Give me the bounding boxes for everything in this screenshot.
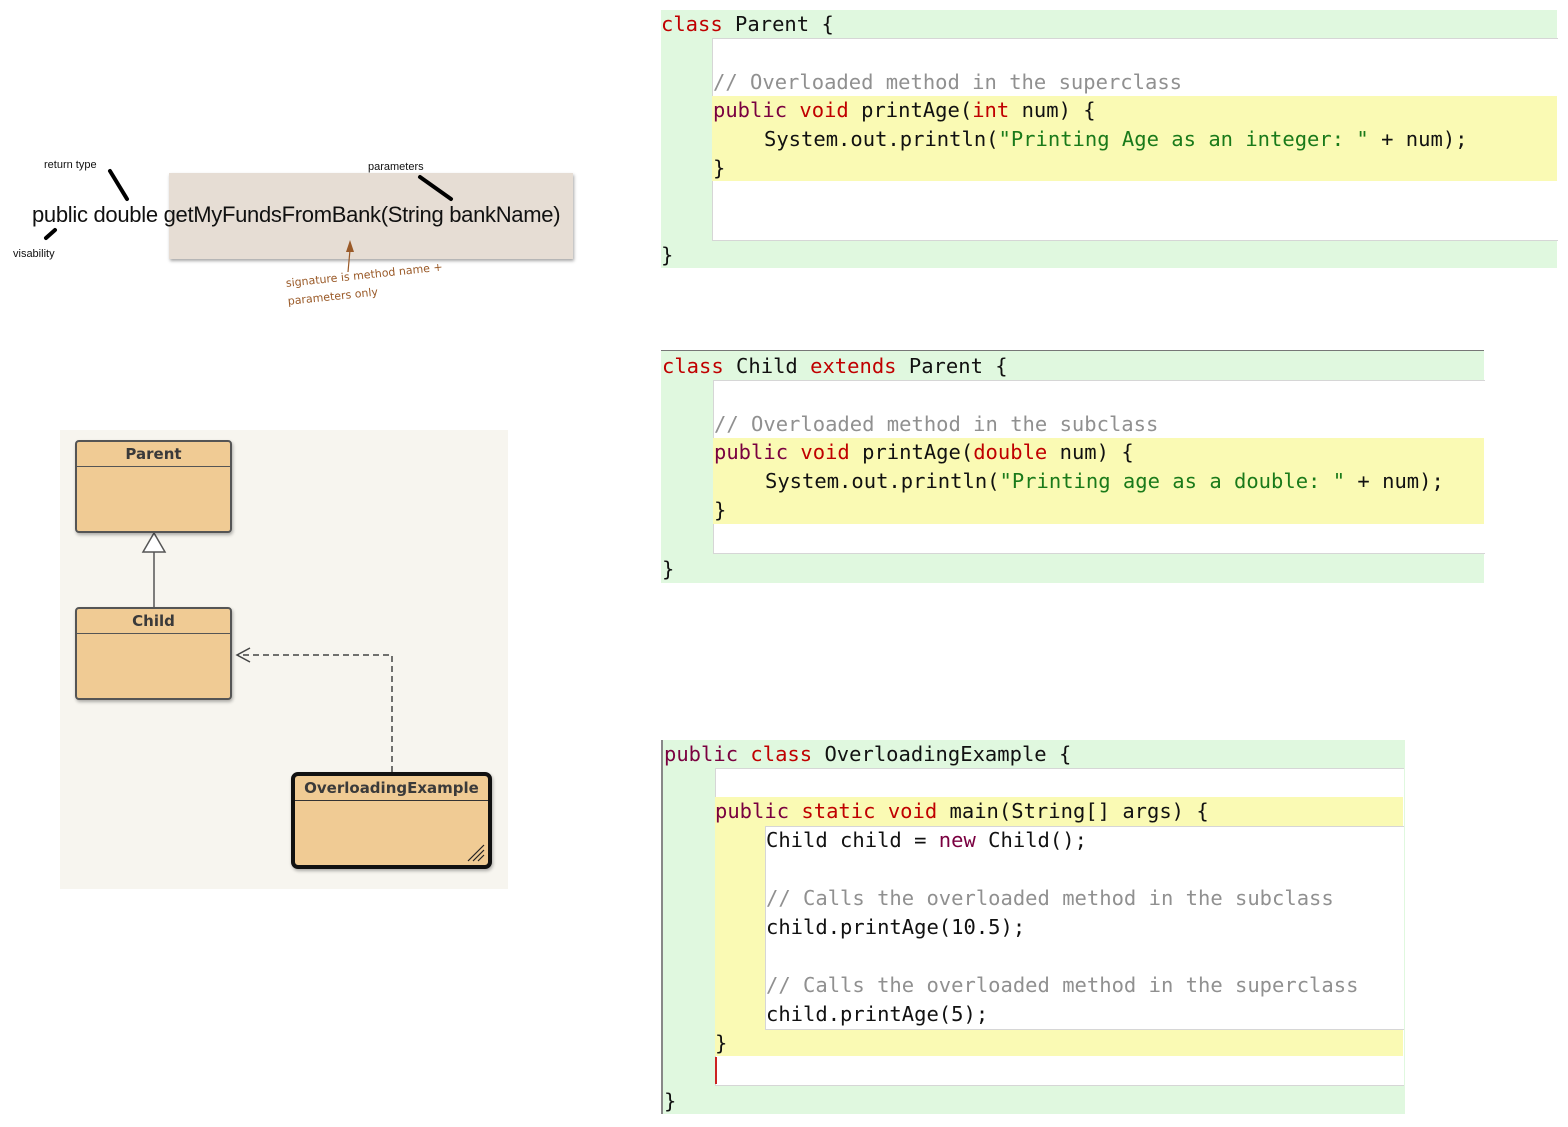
main-code-line-1: public class OverloadingExample { [664,742,1072,766]
child-code-line-6: } [662,557,675,581]
resize-grip-icon[interactable] [464,841,486,863]
child-code-line-1: class Child extends Parent { [662,354,1008,378]
parameters-pointer [418,175,453,201]
main-code-line-2: public static void main(String[] args) { [715,799,1209,823]
uml-class-child[interactable]: Child [75,607,232,700]
visibility-label: visability [13,248,55,260]
main-code-line-3: Child child = new Child(); [766,828,1087,852]
child-code-line-3: public void printAge(double num) { [714,440,1134,464]
main-code-line-5: child.printAge(10.5); [766,915,1026,939]
visibility-pointer [44,228,57,240]
child-code-line-2: // Overloaded method in the subclass [714,412,1159,436]
main-code-line-4: // Calls the overloaded method in the su… [766,886,1334,910]
visibility-modifier: public [32,202,88,227]
uml-class-overloading-example[interactable]: OverloadingExample [291,772,492,869]
main-code-line-9: } [664,1089,677,1113]
uml-class-child-name: Child [77,609,230,634]
return-type-pointer [108,169,129,201]
parent-code-line-6: } [661,243,674,267]
annotation-strokes [44,169,453,273]
parent-code-line-4: System.out.println("Printing Age as an i… [764,127,1468,151]
inheritance-arrow-head [141,531,167,553]
dependency-arrow-head [235,647,251,663]
main-code-line-8: } [715,1031,728,1055]
child-code-line-5: } [714,498,727,522]
uml-class-parent[interactable]: Parent [75,440,232,533]
parent-code-line-1: class Parent { [661,12,834,36]
parent-code-line-2: // Overloaded method in the superclass [713,70,1182,94]
child-code-line-4: System.out.println("Printing age as a do… [765,469,1444,493]
main-code-line-6: // Calls the overloaded method in the su… [766,973,1359,997]
uml-connectors [141,531,393,772]
main-code-line-7: child.printAge(5); [766,1002,989,1026]
parent-code-line-3: public void printAge(int num) { [713,98,1096,122]
uml-class-overloading-example-name: OverloadingExample [295,776,488,801]
note-arrow-head [346,240,354,252]
note-arrow-line [347,249,351,273]
dependency-line [238,654,393,772]
text-cursor [715,1057,717,1084]
method-signature: public double getMyFundsFromBank(String … [32,202,561,228]
parameters-label: parameters [368,161,424,173]
method-name-highlight [169,173,573,259]
parent-code-line-5: } [713,156,726,180]
method-name-and-params: getMyFundsFromBank(String bankName) [163,202,561,227]
return-type-label: return type [44,159,97,171]
uml-class-parent-name: Parent [77,442,230,467]
return-type: double [93,202,159,227]
